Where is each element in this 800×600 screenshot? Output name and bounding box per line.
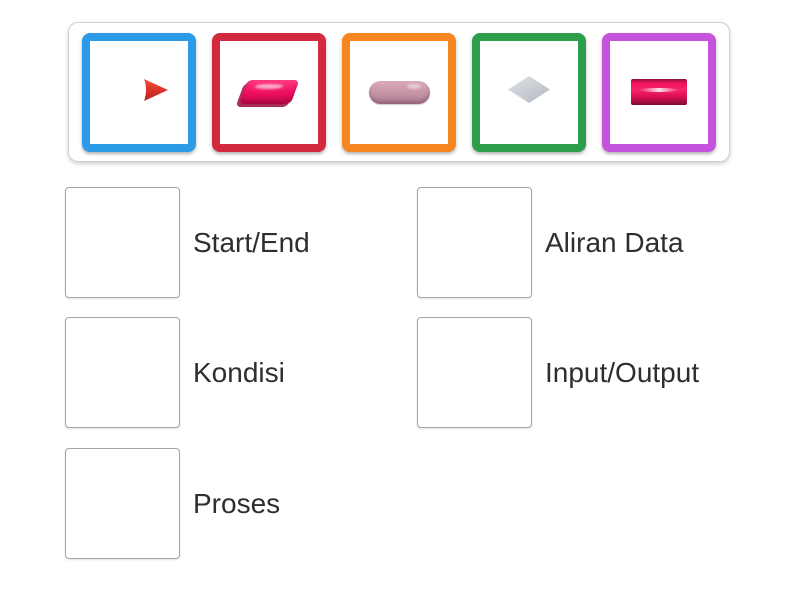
- match-item-start-end: Start/End: [65, 187, 310, 298]
- tray-card-diamond[interactable]: [472, 32, 586, 152]
- drop-zone-kondisi[interactable]: [65, 317, 180, 428]
- tray-card-rectangle[interactable]: [602, 32, 716, 152]
- tray-card-arrow[interactable]: [82, 32, 196, 152]
- match-label-start-end: Start/End: [193, 226, 310, 258]
- tray-card-pill[interactable]: [342, 32, 456, 152]
- drop-zone-start-end[interactable]: [65, 187, 180, 298]
- card-tray: [68, 22, 730, 162]
- tray-card-parallelogram[interactable]: [212, 32, 326, 152]
- match-item-input-output: Input/Output: [417, 317, 699, 428]
- parallelogram-icon: [238, 80, 300, 104]
- drop-zone-input-output[interactable]: [417, 317, 532, 428]
- match-label-kondisi: Kondisi: [193, 356, 285, 388]
- match-label-input-output: Input/Output: [545, 356, 700, 388]
- match-item-aliran-data: Aliran Data: [417, 187, 684, 298]
- drop-zone-aliran-data[interactable]: [417, 187, 532, 298]
- match-item-kondisi: Kondisi: [65, 317, 285, 428]
- match-label-proses: Proses: [193, 487, 281, 519]
- match-label-aliran-data: Aliran Data: [545, 226, 684, 258]
- rectangle-icon: [631, 79, 687, 105]
- match-item-proses: Proses: [65, 448, 280, 559]
- pill-terminator-icon: [368, 80, 430, 104]
- diamond-icon: [508, 76, 550, 108]
- drop-zone-proses[interactable]: [65, 448, 180, 559]
- arrow-right-icon: [108, 76, 170, 109]
